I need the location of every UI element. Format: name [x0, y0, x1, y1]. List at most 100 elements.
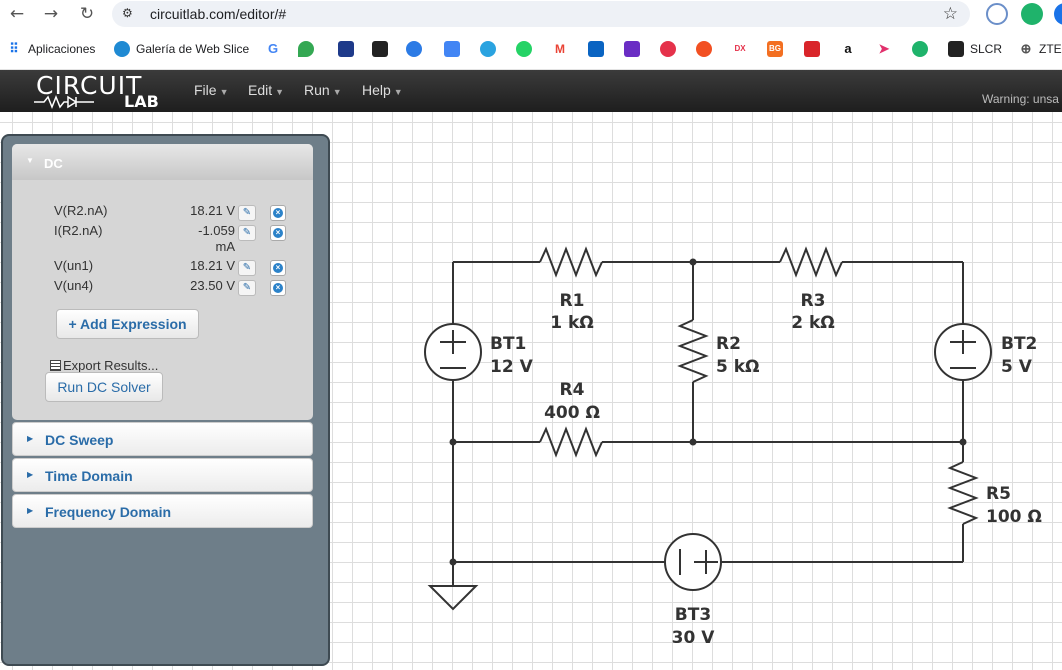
r3-value: 2 kΩ [791, 313, 835, 333]
r2-resistor[interactable] [677, 319, 709, 383]
dc-panel-title: DC [44, 156, 63, 171]
result-value: -1.059 [198, 223, 235, 238]
amazon-icon[interactable]: a [840, 41, 856, 57]
maps-icon[interactable] [298, 41, 314, 57]
menu-file-label: File [194, 82, 217, 98]
bt1-battery[interactable] [424, 323, 482, 381]
caret-right-icon: ▶ [27, 434, 34, 443]
delete-result-button[interactable]: × [270, 225, 286, 241]
frequency-domain-section[interactable]: ▶ Frequency Domain [12, 494, 313, 528]
result-unit: mA [215, 239, 236, 254]
dc-sweep-section[interactable]: ▶ DC Sweep [12, 422, 313, 456]
dc-panel-header[interactable]: ▼ DC [12, 144, 313, 180]
caret-right-icon: ▶ [27, 506, 34, 515]
whatsapp-icon[interactable] [516, 41, 532, 57]
bookmark-star-icon[interactable]: ☆ [942, 4, 958, 24]
shop-icon[interactable] [804, 41, 820, 57]
bookmark-slcr[interactable]: SLCR [970, 42, 1003, 56]
address-bar[interactable]: ⚙ circuitlab.com/editor/# ☆ [112, 1, 970, 27]
bookmark-web-slice[interactable]: Galería de Web Slice [136, 42, 250, 56]
delete-result-button[interactable]: × [270, 280, 286, 296]
logo-text-bottom: LAB [124, 92, 159, 111]
menu-edit-label: Edit [248, 82, 273, 98]
r3-name: R3 [801, 291, 826, 311]
result-value: 23.50 V [190, 278, 235, 293]
close-icon: × [273, 208, 283, 218]
translate-icon[interactable] [444, 41, 460, 57]
profile-icon[interactable] [1054, 3, 1062, 25]
run-dc-solver-button[interactable]: Run DC Solver [45, 372, 163, 402]
bt1-name: BT1 [490, 334, 526, 354]
result-label: V(un1) [54, 258, 94, 273]
dc-sweep-label: DC Sweep [45, 432, 114, 448]
forward-arrow-icon[interactable]: → [43, 4, 59, 24]
r1-name: R1 [560, 291, 585, 311]
bt3-value: 30 V [672, 628, 716, 648]
menu-help[interactable]: Help▼ [362, 82, 403, 98]
slcr-icon [948, 41, 964, 57]
r5-resistor[interactable] [947, 461, 979, 525]
google-icon[interactable]: G [265, 41, 281, 57]
menu-run[interactable]: Run▼ [304, 82, 342, 98]
simulation-sidebar: ▼ DC V(R2.nA) 18.21 V ✎ × I(R2.nA) -1.05… [1, 134, 330, 666]
bookmark-icon[interactable]: ➤ [876, 41, 892, 57]
result-value: 18.21 V [190, 258, 235, 273]
add-expression-button[interactable]: + Add Expression [56, 309, 199, 339]
circuit-schematic[interactable]: R1 1 kΩ R3 2 kΩ R2 5 kΩ R4 400 Ω R5 100 … [0, 112, 1062, 670]
bt2-battery[interactable] [934, 323, 992, 381]
time-domain-section[interactable]: ▶ Time Domain [12, 458, 313, 492]
back-arrow-icon[interactable]: ← [9, 4, 25, 24]
time-domain-label: Time Domain [45, 468, 133, 484]
delete-result-button[interactable]: × [270, 260, 286, 276]
delete-result-button[interactable]: × [270, 205, 286, 221]
result-value: 18.21 V [190, 203, 235, 218]
outlook-icon[interactable] [588, 41, 604, 57]
dc-panel: ▼ DC V(R2.nA) 18.21 V ✎ × I(R2.nA) -1.05… [12, 144, 313, 420]
r3-resistor[interactable] [779, 246, 843, 278]
bookmark-icon[interactable] [406, 41, 422, 57]
gmail-icon[interactable]: M [552, 41, 568, 57]
caret-down-icon: ▼ [26, 156, 34, 165]
r1-resistor[interactable] [539, 246, 603, 278]
circuit-wires [427, 246, 979, 611]
bookmark-apps[interactable]: Aplicaciones [28, 42, 96, 56]
bookmark-icon[interactable] [912, 41, 928, 57]
caret-down-icon: ▼ [275, 87, 285, 97]
r5-name: R5 [986, 484, 1011, 504]
site-settings-icon[interactable]: ⚙ [122, 6, 133, 20]
bookmark-icon[interactable] [338, 41, 354, 57]
bookmark-zte[interactable]: ZTE [1039, 42, 1062, 56]
edit-pencil-icon[interactable]: ✎ [238, 280, 256, 296]
aliexpress-icon[interactable] [696, 41, 712, 57]
edit-pencil-icon[interactable]: ✎ [238, 260, 256, 276]
telegram-icon[interactable] [480, 41, 496, 57]
close-icon: × [273, 263, 283, 273]
result-label: V(un4) [54, 278, 94, 293]
bt3-battery[interactable] [664, 533, 722, 591]
dx-icon[interactable]: DX [730, 41, 750, 57]
junction-dots [449, 258, 967, 566]
banggood-icon[interactable]: BG [767, 41, 783, 57]
bt3-name: BT3 [675, 605, 711, 625]
bt2-name: BT2 [1001, 334, 1037, 354]
r4-value: 400 Ω [544, 403, 600, 423]
edit-pencil-icon[interactable]: ✎ [238, 225, 256, 241]
r2-name: R2 [716, 334, 741, 354]
bookmark-icon[interactable] [660, 41, 676, 57]
mail-icon[interactable] [624, 41, 640, 57]
grammarly-icon[interactable] [1021, 3, 1043, 25]
menu-file[interactable]: File▼ [194, 82, 228, 98]
menu-edit[interactable]: Edit▼ [248, 82, 284, 98]
bt2-value: 5 V [1001, 357, 1033, 377]
table-icon [50, 360, 61, 371]
edge-icon [114, 41, 130, 57]
bookmark-icon[interactable] [372, 41, 388, 57]
logo-diode-icon [34, 95, 94, 109]
extension-icon[interactable] [986, 3, 1008, 25]
ground-symbol[interactable] [427, 585, 479, 611]
bookmarks-bar: ⠿ Aplicaciones Galería de Web Slice G M … [0, 30, 1062, 70]
r4-resistor[interactable] [539, 426, 603, 458]
export-results-link[interactable]: Export Results... [50, 358, 158, 373]
reload-icon[interactable]: ↻ [79, 4, 95, 24]
edit-pencil-icon[interactable]: ✎ [238, 205, 256, 221]
